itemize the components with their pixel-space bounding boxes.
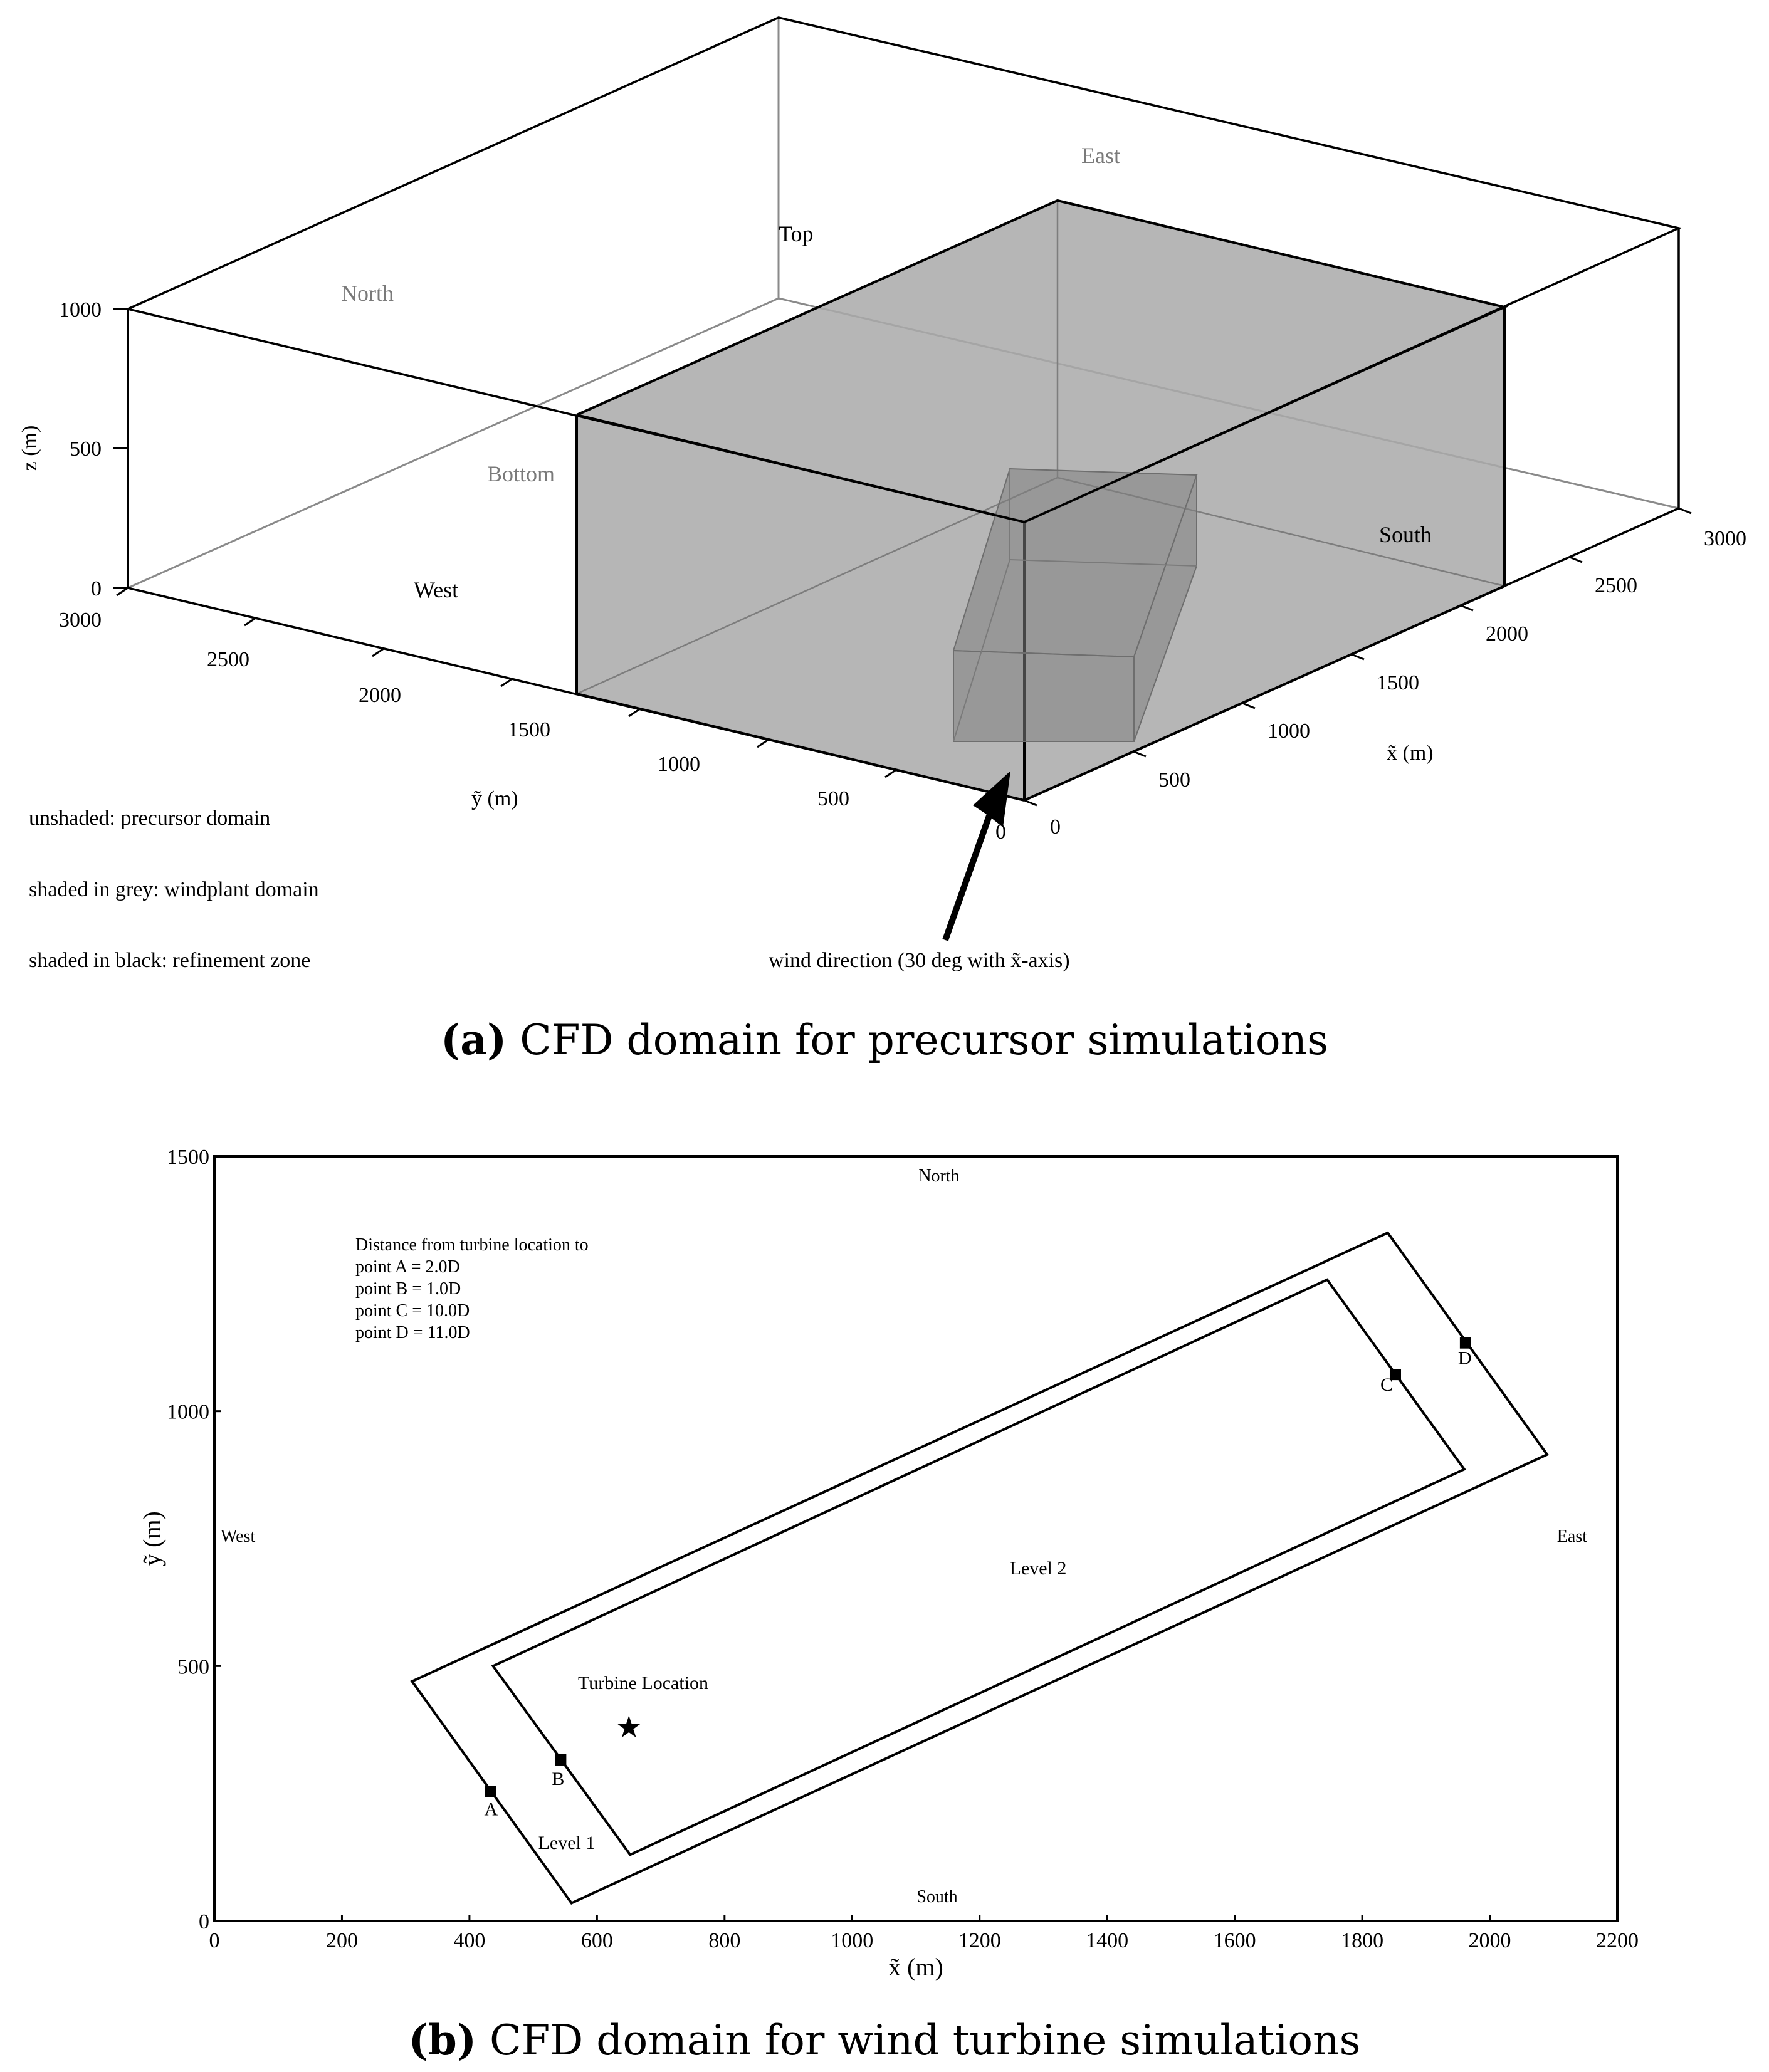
- probe-point-marker: [555, 1754, 567, 1766]
- x-tick-label: 2000: [1469, 1929, 1511, 1952]
- x-tick-label: 1000: [1268, 719, 1310, 743]
- wind-direction-arrow: [942, 771, 1010, 941]
- annotation-line: Distance from turbine location to: [355, 1235, 589, 1255]
- annotation-line: point A = 2.0D: [355, 1257, 460, 1277]
- caption-a-text: CFD domain for precursor simulations: [507, 1016, 1328, 1064]
- x-tick-label: 1000: [831, 1929, 873, 1952]
- tick-marks: [213, 1155, 1619, 1922]
- level-1-label: Level 1: [538, 1833, 596, 1853]
- legend-item: shaded in grey: windplant domain: [29, 878, 319, 901]
- caption-a-label: (a): [441, 1015, 507, 1064]
- caption-b-text: CFD domain for wind turbine simulations: [476, 2016, 1360, 2064]
- face-label-west: West: [414, 577, 458, 602]
- probe-point-label: C: [1380, 1374, 1393, 1395]
- annotation-line: point C = 10.0D: [355, 1301, 470, 1321]
- x-tick-label: 2200: [1596, 1929, 1639, 1952]
- x-tick-label: 2000: [1486, 622, 1528, 646]
- face-label-bottom: Bottom: [487, 461, 555, 486]
- y-tick-label: 0: [995, 820, 1006, 844]
- x-axis-label-b: x̃ (m): [888, 1953, 943, 1981]
- y-tick-label: 500: [817, 787, 849, 810]
- turbine-location-label: Turbine Location: [578, 1673, 708, 1693]
- y-tick-label: 0: [199, 1910, 209, 1933]
- probe-point-label: B: [552, 1769, 564, 1789]
- y-tick-label: 2000: [359, 684, 401, 707]
- probe-points: A B C D: [484, 1337, 1472, 1819]
- y-axis-label-b: ỹ (m): [138, 1511, 166, 1566]
- x-tick-label: 1200: [958, 1929, 1001, 1952]
- probe-point-label: D: [1458, 1348, 1472, 1369]
- level-2-label: Level 2: [1010, 1558, 1067, 1579]
- legend-item: unshaded: precursor domain: [29, 807, 270, 830]
- turbine-star-icon: ★: [616, 1710, 643, 1745]
- y-tick-label: 500: [177, 1655, 209, 1678]
- plot-frame: [213, 1155, 1619, 1922]
- caption-b-label: (b): [408, 2016, 476, 2064]
- z-tick-label: 500: [70, 437, 102, 461]
- y-tick-label: 1000: [658, 753, 700, 776]
- x-tick-label: 1400: [1086, 1929, 1128, 1952]
- x-tick-label: 500: [1158, 768, 1190, 792]
- legend-item: shaded in black: refinement zone: [29, 949, 310, 972]
- refinement-zone: [952, 468, 1198, 742]
- panel-b: 0 200 400 600 800 1000 1200 1400 1600 1800 2000 220…: [138, 1146, 1639, 2064]
- annotation-line: point D = 11.0D: [355, 1323, 470, 1342]
- x-tick-label: 0: [1050, 815, 1061, 839]
- z-tick-label: 1000: [59, 298, 102, 322]
- panel-a: 0 500 1000 z (m) 3000 2500 2000 1500 100…: [18, 16, 1746, 1064]
- caption-a: (a) CFD domain for precursor simulations: [441, 1015, 1328, 1064]
- x-axis-label: x̃ (m): [1387, 741, 1434, 765]
- z-tick-label: 0: [91, 577, 102, 600]
- probe-point-marker: [1389, 1369, 1401, 1381]
- z-axis-label: z (m): [18, 426, 41, 471]
- x-tick-label: 1800: [1341, 1929, 1383, 1952]
- level-1-region: [410, 1231, 1550, 1905]
- wind-direction-label: wind direction (30 deg with x̃-axis): [769, 949, 1070, 972]
- probe-point-marker: [485, 1786, 496, 1797]
- edge-label-west: West: [221, 1527, 256, 1546]
- face-label-north: North: [341, 281, 394, 306]
- x-tick-label: 1600: [1214, 1929, 1256, 1952]
- edge-label-north: North: [918, 1166, 959, 1186]
- x-tick-label: 2500: [1595, 574, 1637, 597]
- x-tick-label: 800: [708, 1929, 740, 1952]
- edge-label-east: East: [1557, 1527, 1587, 1546]
- probe-point-label: A: [484, 1799, 498, 1819]
- annotation-line: point B = 1.0D: [355, 1279, 461, 1299]
- x-tick-label: 1500: [1377, 671, 1419, 694]
- probe-point-marker: [1459, 1337, 1471, 1349]
- y-tick-label: 2500: [207, 648, 249, 671]
- level-2-region: [491, 1278, 1466, 1856]
- distance-annotation: Distance from turbine location to point …: [355, 1235, 589, 1342]
- y-tick-label: 1500: [167, 1146, 209, 1169]
- y-tick-label: 1000: [167, 1401, 209, 1424]
- x-tick-label: 200: [326, 1929, 358, 1952]
- y-tick-label: 1500: [508, 718, 550, 741]
- y-tick-labels: 0 500 1000 1500: [167, 1146, 209, 1933]
- face-label-south: South: [1379, 522, 1432, 547]
- x-tick-label: 0: [209, 1929, 220, 1952]
- y-axis-label: ỹ (m): [471, 787, 518, 810]
- caption-b: (b) CFD domain for wind turbine simulati…: [408, 2016, 1360, 2064]
- y-tick-label: 3000: [59, 609, 102, 632]
- x-tick-label: 600: [581, 1929, 613, 1952]
- face-label-east: East: [1081, 143, 1120, 168]
- x-tick-label: 400: [453, 1929, 485, 1952]
- x-tick-label: 3000: [1704, 527, 1746, 550]
- x-tick-labels: 0 200 400 600 800 1000 1200 1400 1600 1800 2000 220…: [209, 1929, 1639, 1952]
- face-label-top: Top: [779, 221, 813, 246]
- edge-label-south: South: [916, 1887, 957, 1907]
